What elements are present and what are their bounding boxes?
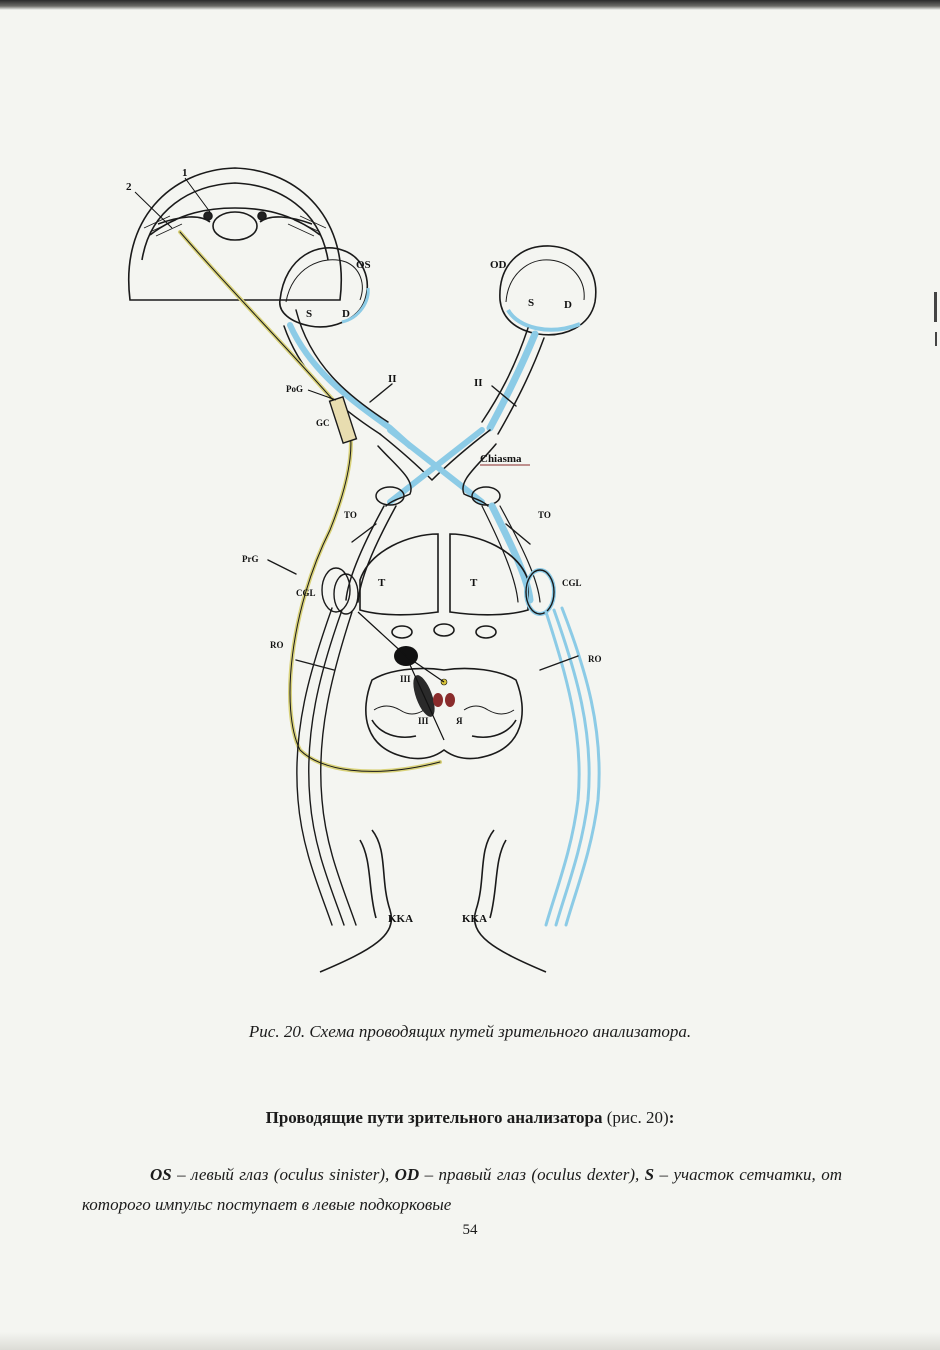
heading-bold: Проводящие пути зрительного анализатора [265,1108,603,1127]
heading-ref: (рис. 20) [602,1108,669,1127]
text-os: – левый глаз (oculus sinister), [171,1165,395,1184]
optic-tracts [267,502,541,604]
label-ro-right: RO [588,654,602,664]
label-2: 2 [126,181,132,193]
label-prg: PrG [242,554,259,564]
label-ro-left: RO [270,640,284,650]
left-eyeball [279,246,370,328]
label-pog: PoG [286,384,303,394]
label-kka-right: KKA [462,913,487,925]
label-cgl-right: CGL [562,578,582,588]
term-s: S [644,1165,655,1184]
midbrain-section [365,667,523,760]
label-iii-top: III [400,674,411,684]
label-kka-left: KKA [388,913,413,925]
term-od: OD [394,1165,420,1184]
scan-margin-mark [934,292,937,322]
label-gc: GC [316,418,330,428]
label-ii-left: II [388,373,397,385]
heading-colon: : [668,1108,675,1127]
tract-line [405,655,445,741]
label-os: OS [356,259,371,271]
figure-caption: Рис. 20. Схема проводящих путей зрительн… [248,1022,692,1041]
right-eyeball [499,245,597,336]
label-d-left: D [342,308,350,320]
optic-radiations [295,606,601,927]
label-cgl-left: CGL [296,588,316,598]
page-number: 54 [462,1222,478,1238]
body-paragraph: OS – левый глаз (oculus sinister), OD – … [82,1160,842,1220]
label-iii-bottom: III [418,716,429,726]
scan-margin-mark [935,332,937,346]
occipital-cortex [319,829,547,973]
term-os: OS [150,1165,172,1184]
label-ii-right: II [474,377,483,389]
label-to-left: TO [344,510,357,520]
visual-pathway-diagram: 1 2 OS OD S D S D II II Chiasma [126,167,602,973]
yellow-pathway [178,230,442,774]
label-ya: Я [456,716,463,726]
chiasma [375,427,501,507]
label-t-left: T [378,577,386,589]
cgl-nuclei [321,567,556,616]
tract-line [357,611,407,657]
label-t-right: T [470,577,478,589]
label-d-right: D [564,299,572,311]
label-s-right: S [528,297,534,309]
tract-line [405,655,445,683]
text-od: – правый глаз (oculus dexter), [419,1165,645,1184]
label-s-left: S [306,308,312,320]
left-eye-cross-section [127,167,343,301]
label-chiasma: Chiasma [480,453,522,465]
label-to-right: TO [538,510,551,520]
text-s: – участок сетчатки, от которого импульс … [82,1165,842,1214]
scan-top-edge [0,0,940,10]
label-1: 1 [182,167,188,179]
section-heading: Проводящие пути зрительного анализатора … [0,1108,940,1128]
label-od: OD [490,259,507,271]
scan-bottom-edge [0,1332,940,1350]
